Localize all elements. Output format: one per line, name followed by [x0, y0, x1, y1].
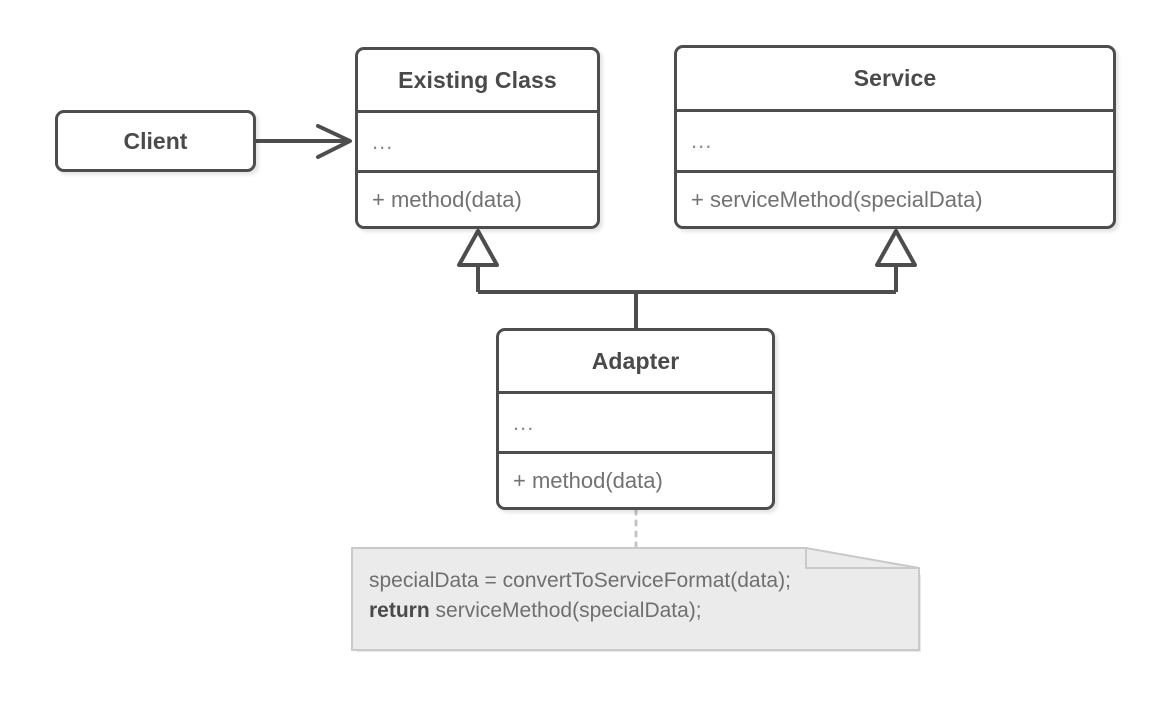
class-name-existing-class: Existing Class [398, 66, 557, 93]
class-name-adapter: Adapter [591, 347, 680, 374]
attributes-ellipsis: ... [372, 128, 394, 154]
note-line-2: return serviceMethod(specialData); [369, 596, 791, 626]
generalization-adapter-to-parents [457, 229, 917, 330]
note-keyword-return: return [369, 598, 430, 622]
class-method-existing-class: + method(data) [358, 170, 597, 226]
note-line-2-rest: serviceMethod(specialData); [429, 598, 702, 622]
class-attributes-adapter: ... [499, 391, 772, 451]
class-attributes-service: ... [677, 109, 1113, 170]
association-client-to-existing-class [256, 124, 352, 159]
class-name-service: Service [853, 65, 937, 91]
class-box-client[interactable]: Client [55, 110, 256, 172]
class-box-adapter[interactable]: Adapter ... + method(data) [496, 328, 775, 510]
class-box-service[interactable]: Service ... + serviceMethod(specialData) [674, 45, 1116, 229]
class-name-client: Client [123, 127, 188, 154]
class-attributes-existing-class: ... [358, 110, 597, 170]
attributes-ellipsis: ... [513, 409, 535, 435]
class-method-service: + serviceMethod(specialData) [677, 170, 1113, 226]
note-text: specialData = convertToServiceFormat(dat… [369, 566, 791, 626]
class-method-adapter: + method(data) [499, 451, 772, 507]
note-line-1: specialData = convertToServiceFormat(dat… [369, 569, 791, 592]
class-box-existing-class[interactable]: Existing Class ... + method(data) [355, 47, 600, 229]
note-shape [351, 547, 923, 654]
attributes-ellipsis: ... [691, 128, 713, 153]
note-box-adapter-implementation: specialData = convertToServiceFormat(dat… [351, 546, 923, 654]
